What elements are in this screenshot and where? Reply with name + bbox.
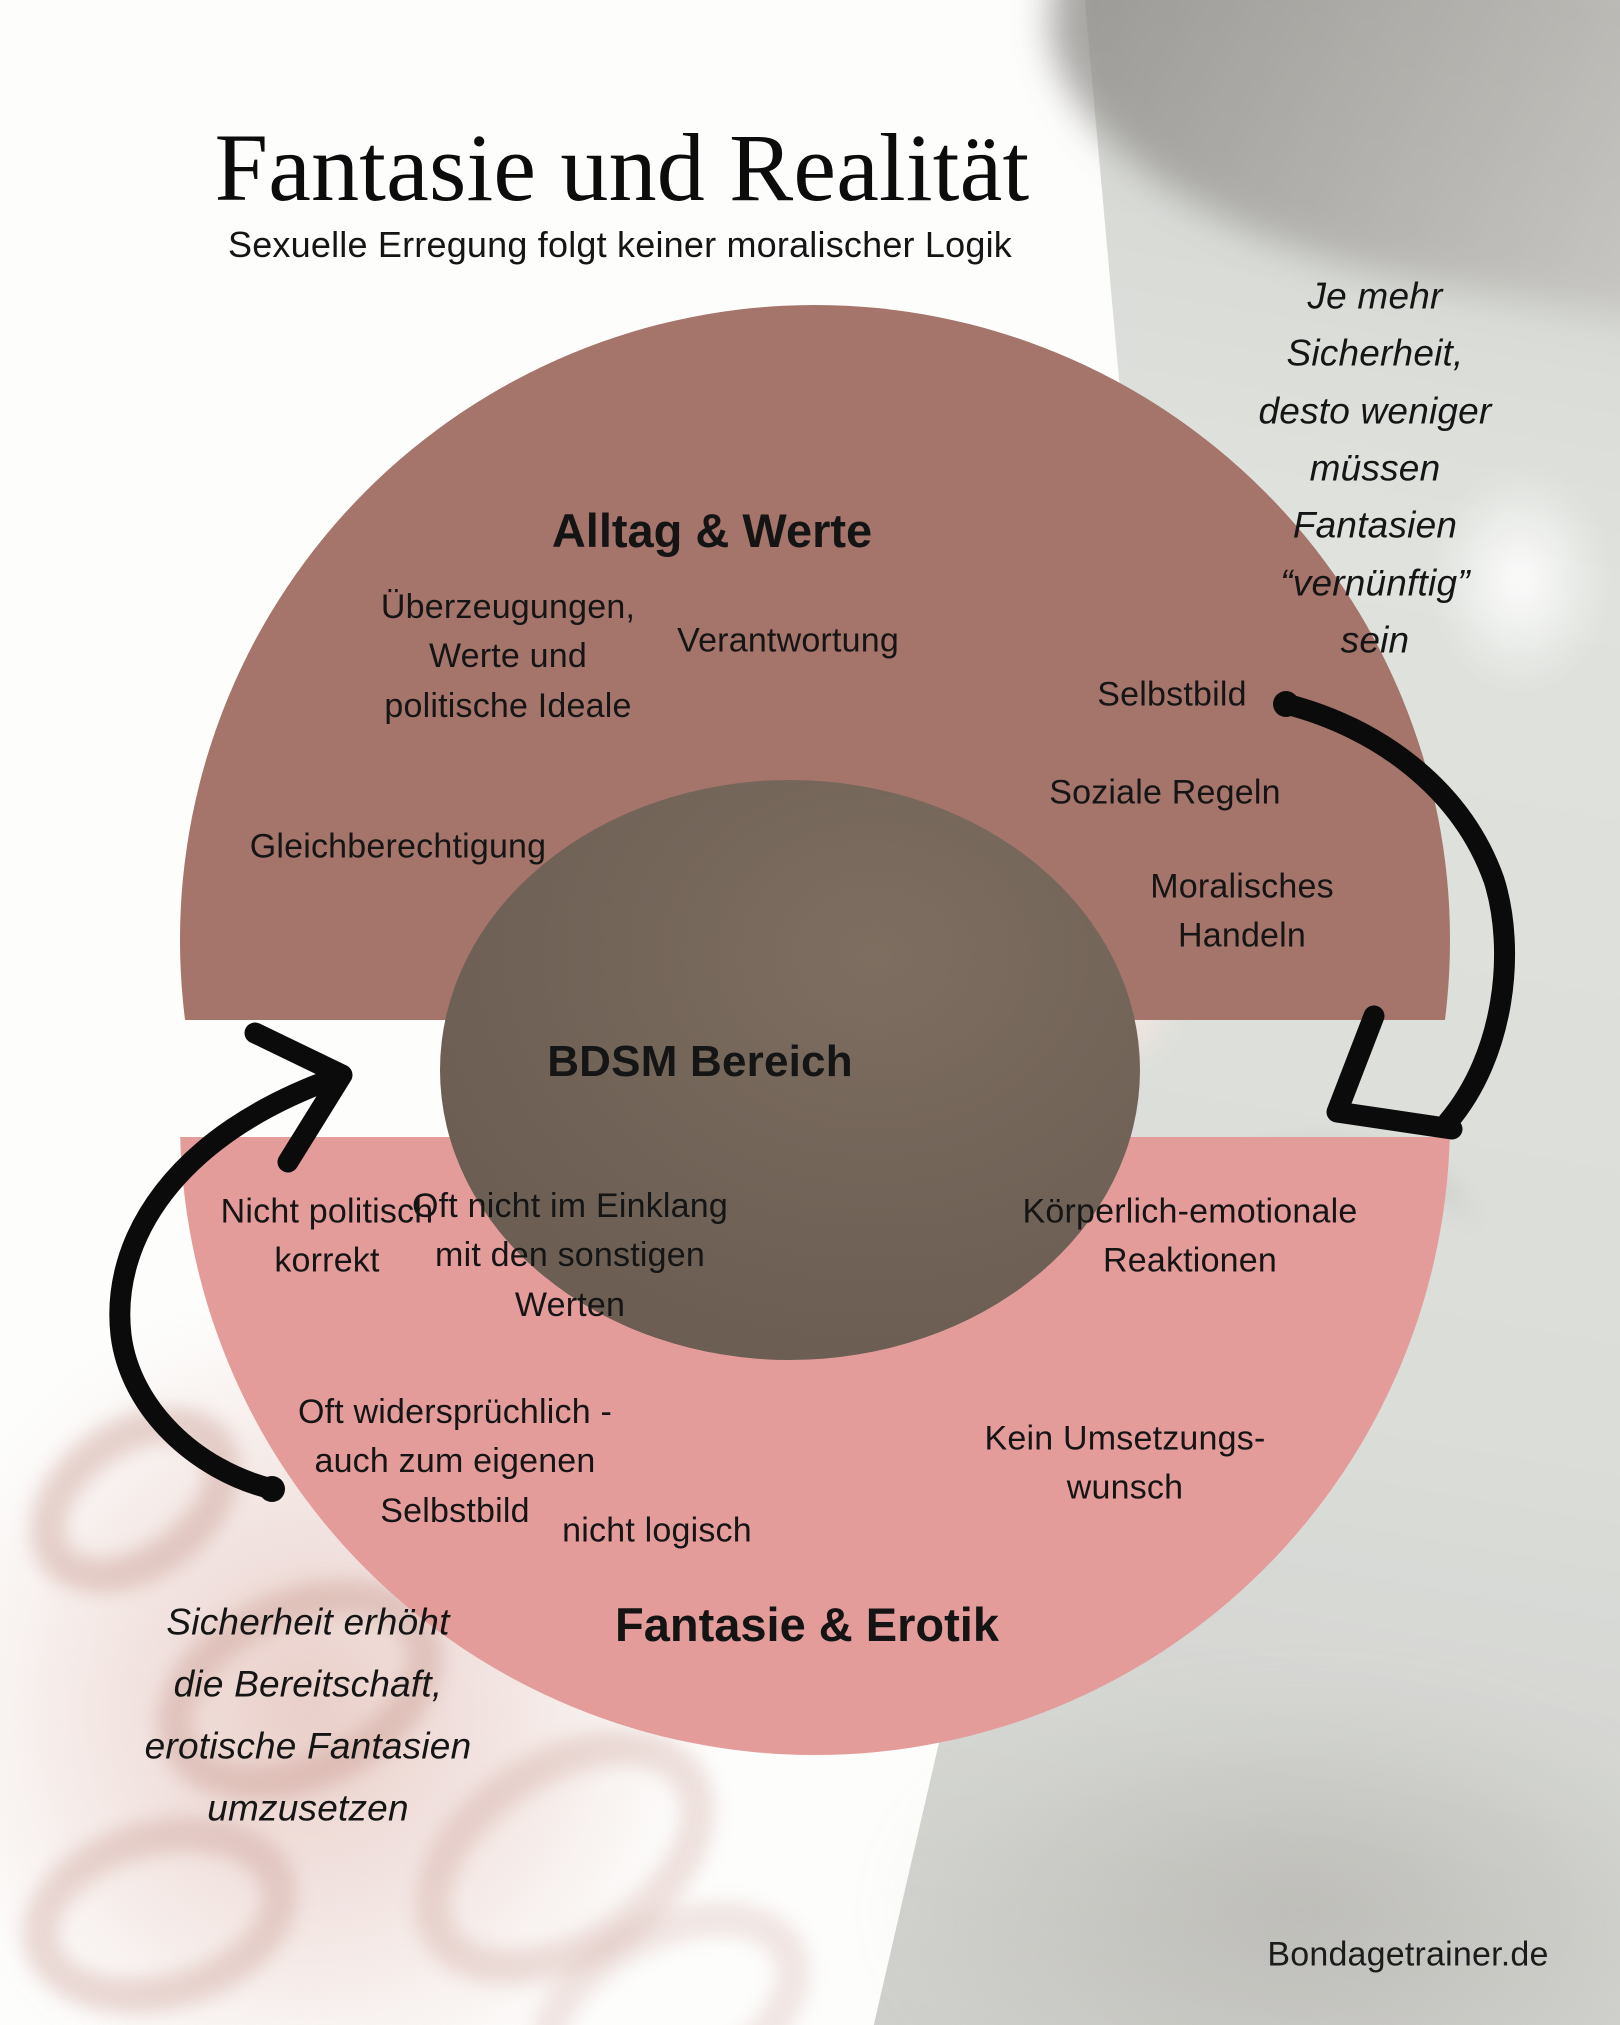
arrowhead-right-icon	[244, 1022, 353, 1173]
heading-fantasie-erotik: Fantasie & Erotik	[615, 1597, 999, 1651]
venn-center-circle	[440, 780, 1140, 1360]
curved-arrow-left	[109, 1022, 353, 1502]
label-selbstbild: Selbstbild	[1097, 675, 1247, 714]
label-verantwortung: Verantwortung	[677, 621, 899, 660]
note-safety-readiness: Sicherheit erhöht die Bereitschaft, erot…	[144, 1601, 472, 1830]
heading-bdsm-bereich: BDSM Bereich	[547, 1037, 853, 1087]
arrowhead-left-down-icon	[1326, 1005, 1463, 1140]
note-more-safety: Je mehr Sicherheit, desto weniger müssen…	[1258, 275, 1492, 661]
page-subtitle: Sexuelle Erregung folgt keiner moralisch…	[227, 223, 1013, 265]
label-gleichberechtigung: Gleichberechtigung	[249, 827, 547, 866]
label-koerperlich-emotionale-reaktionen: Körperlich-emotionale Reaktionen	[1022, 1192, 1358, 1280]
watermark: Bondagetrainer.de	[1267, 1935, 1549, 1974]
label-soziale-regeln: Soziale Regeln	[1049, 773, 1281, 812]
label-ueberzeugungen-werte-ideale: Überzeugungen, Werte und politische Idea…	[380, 588, 636, 725]
label-moralisches-handeln: Moralisches Handeln	[1150, 867, 1334, 955]
label-oft-nicht-im-einklang: Oft nicht im Einklang mit den sonstigen …	[412, 1187, 728, 1324]
heading-alltag-werte: Alltag & Werte	[551, 503, 873, 557]
label-nicht-logisch: nicht logisch	[562, 1511, 752, 1550]
curved-arrow-right	[1273, 691, 1516, 1140]
label-kein-umsetzungswunsch: Kein Umsetzungs- wunsch	[984, 1419, 1266, 1507]
label-oft-widerspruechlich: Oft widersprüchlich - auch zum eigenen S…	[297, 1393, 613, 1530]
label-nicht-politisch-korrekt: Nicht politisch korrekt	[220, 1192, 434, 1280]
page-title: Fantasie und Realität	[214, 114, 1030, 221]
